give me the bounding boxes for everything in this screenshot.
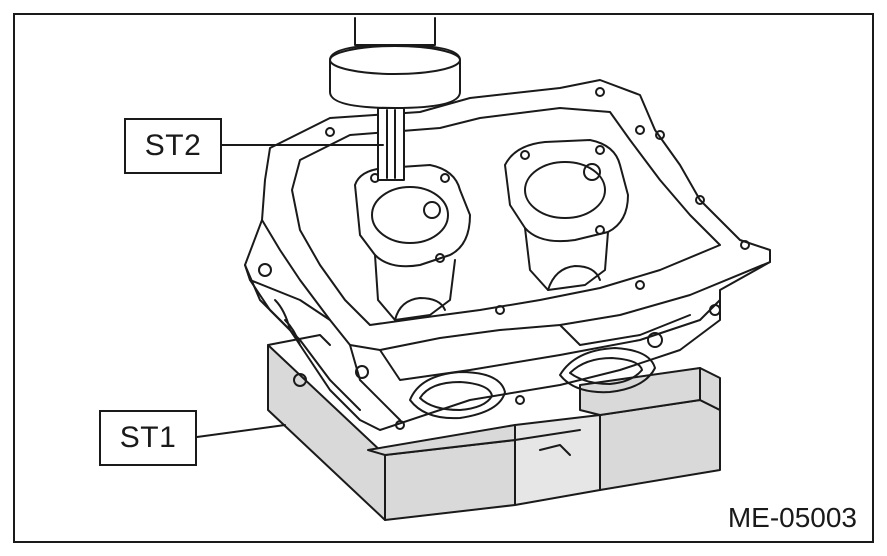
st1-leader-line [196,424,286,438]
figure-code: ME-05003 [727,502,857,533]
st2-callout-label: ST2 [124,118,222,174]
st1-support-stand [267,334,721,521]
st1-callout-label: ST1 [99,410,197,466]
figure-frame [13,13,874,543]
st2-press-tool [329,17,461,181]
